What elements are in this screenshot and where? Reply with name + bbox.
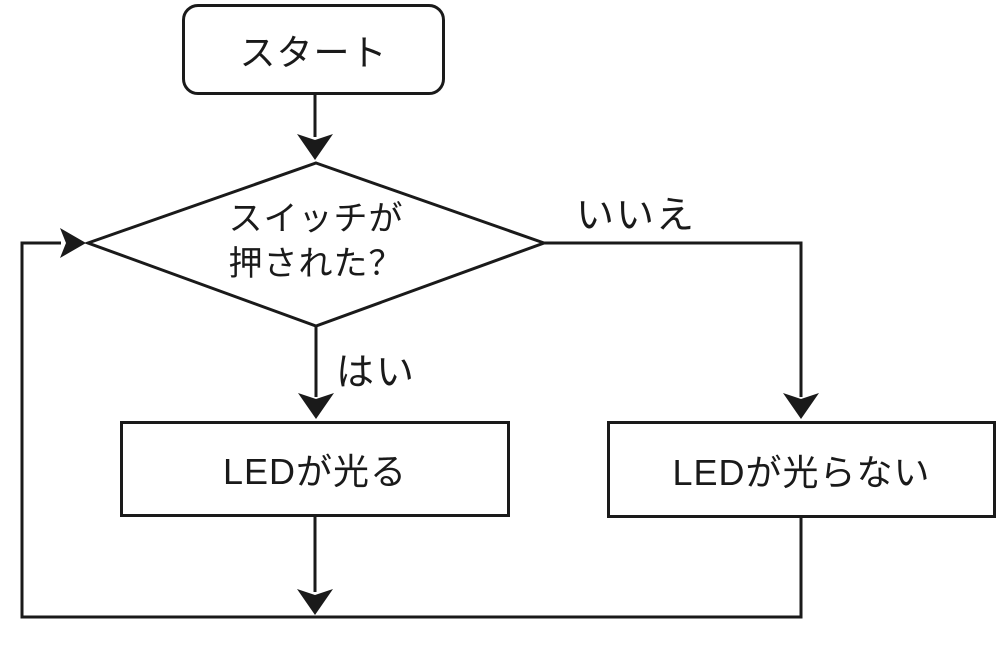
arrowhead-into-decision-top bbox=[297, 134, 333, 160]
node-decision-label-line1: スイッチが bbox=[228, 200, 404, 238]
arrowhead-into-merge-rail bbox=[297, 589, 333, 615]
node-led-on-label: LEDが光る bbox=[222, 451, 408, 492]
node-led-off: LEDが光らない bbox=[607, 421, 996, 518]
node-start: スタート bbox=[182, 4, 445, 95]
arrowhead-into-decision-left bbox=[60, 228, 86, 258]
edge-label-no: いいえ bbox=[576, 195, 697, 237]
edge-merge-loop-to-decision bbox=[20, 241, 803, 619]
edge-label-yes: はい bbox=[336, 352, 417, 394]
node-led-off-label: LEDが光らない bbox=[672, 451, 931, 493]
node-decision-label-line2: 押された？ bbox=[228, 245, 404, 283]
node-start-label: スタート bbox=[239, 31, 388, 73]
arrowhead-into-led-on bbox=[298, 393, 334, 419]
node-led-on: LEDが光る bbox=[120, 421, 510, 517]
arrowhead-into-led-off bbox=[783, 393, 819, 419]
edge-decision-to-led-off bbox=[544, 241, 803, 397]
node-decision-label: スイッチが 押された？ bbox=[166, 197, 466, 287]
